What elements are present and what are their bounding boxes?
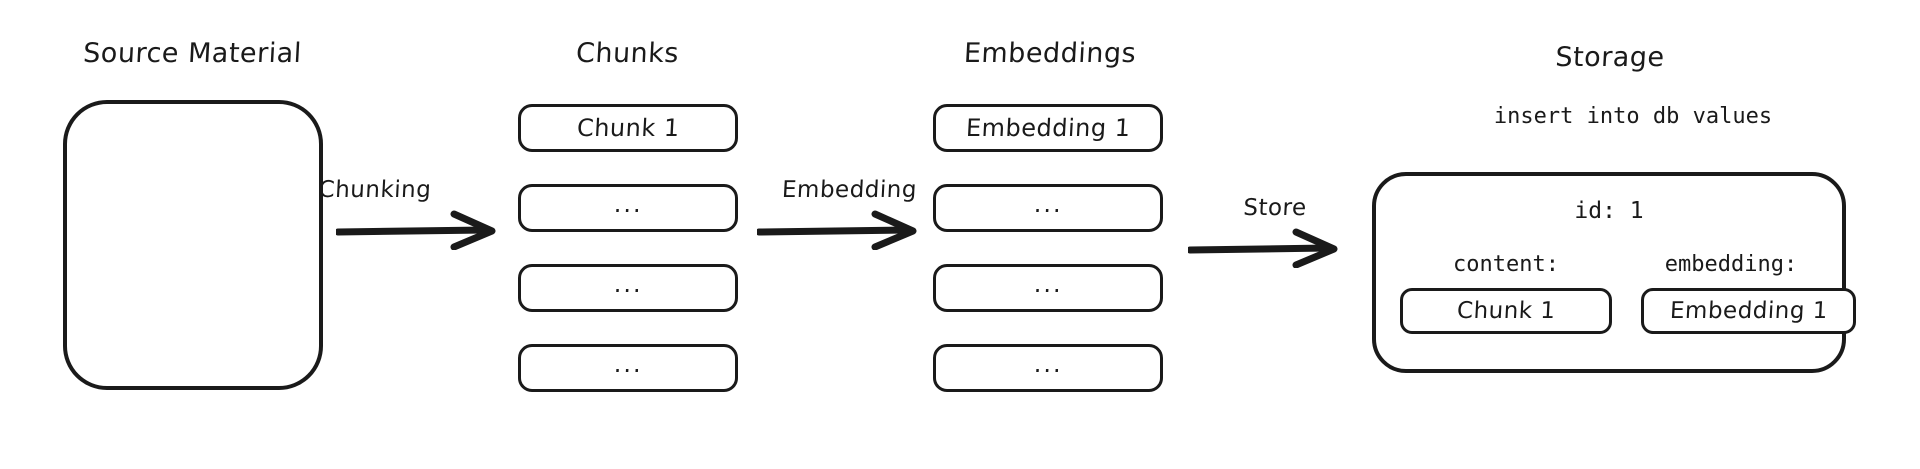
embeddings-title: Embeddings	[963, 38, 1137, 69]
storage-content-label: content:	[1453, 252, 1559, 277]
embedding-box-2[interactable]: ...	[933, 184, 1163, 232]
chunks-title: Chunks	[575, 38, 680, 69]
storage-query-text: insert into db values	[1493, 104, 1773, 129]
embedding-box-3[interactable]: ...	[933, 264, 1163, 312]
chunk-box-1[interactable]: Chunk 1	[518, 104, 738, 152]
storage-content-value: Chunk 1	[1456, 298, 1556, 324]
arrow-chunking-icon	[334, 210, 506, 254]
storage-title: Storage	[1554, 42, 1666, 73]
storage-embedding-label: embedding:	[1664, 252, 1798, 277]
embedding-box-1-label: Embedding 1	[965, 114, 1131, 142]
storage-record-box	[1372, 172, 1846, 373]
arrow-embedding-icon	[755, 210, 927, 254]
arrow-label-chunking: Chunking	[317, 177, 433, 203]
arrow-label-store: Store	[1242, 195, 1308, 221]
chunk-box-1-label: Chunk 1	[575, 114, 681, 142]
embedding-box-1[interactable]: Embedding 1	[933, 104, 1163, 152]
storage-id-row: id: 1	[1574, 198, 1644, 224]
embedding-box-4-label: ...	[1032, 349, 1064, 378]
chunk-box-2-label: ...	[612, 189, 644, 218]
embedding-box-3-label: ...	[1032, 269, 1064, 298]
embedding-box-2-label: ...	[1032, 189, 1064, 218]
source-material-box	[63, 100, 323, 390]
chunk-box-3-label: ...	[612, 269, 644, 298]
storage-embedding-value-box[interactable]: Embedding 1	[1641, 288, 1856, 334]
chunk-box-4[interactable]: ...	[518, 344, 738, 392]
arrow-label-embedding: Embedding	[781, 177, 918, 203]
storage-embedding-value: Embedding 1	[1668, 298, 1829, 324]
source-material-title: Source Material	[82, 38, 303, 69]
arrow-store-icon	[1186, 228, 1348, 272]
embedding-box-4[interactable]: ...	[933, 344, 1163, 392]
storage-content-value-box[interactable]: Chunk 1	[1400, 288, 1612, 334]
chunk-box-2[interactable]: ...	[518, 184, 738, 232]
chunk-box-3[interactable]: ...	[518, 264, 738, 312]
chunk-box-4-label: ...	[612, 349, 644, 378]
